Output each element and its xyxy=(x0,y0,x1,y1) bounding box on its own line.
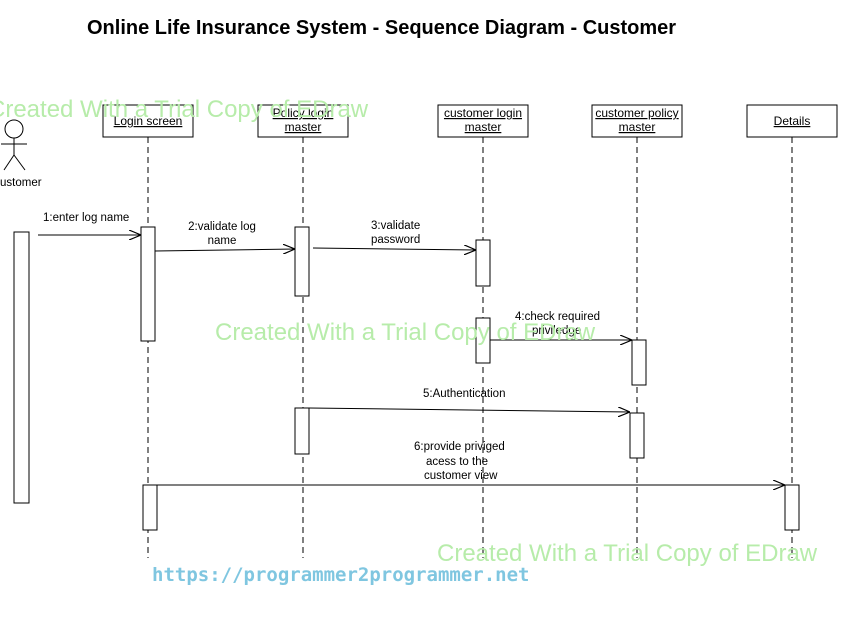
actor-label: ustomer xyxy=(0,177,42,189)
lifeline-cust-label-line2: master xyxy=(465,120,502,134)
watermark-1-text: Created With a Trial Copy of EDraw xyxy=(0,96,369,123)
message-4-label-line2: priviledge xyxy=(532,325,581,337)
actor-leg-left xyxy=(3,154,15,171)
watermark-1: Created With a Trial Copy of EDraw xyxy=(0,96,369,123)
message-4-label-line1: 4:check required xyxy=(515,311,600,323)
message-3-label-line2: password xyxy=(371,234,420,246)
diagram-title: Online Life Insurance System - Sequence … xyxy=(87,17,677,39)
message-1-label: 1:enter log name xyxy=(43,212,129,224)
lifeline-login-screen-label: Login screen xyxy=(114,114,183,128)
lifeline-details: Details xyxy=(746,104,838,558)
lifeline-custpol-label-line2: master xyxy=(619,120,656,134)
source-url: https://programmer2programmer.net xyxy=(152,564,530,586)
lifeline-details-label: Details xyxy=(774,114,811,128)
lifeline-head-policy-login-master xyxy=(257,104,349,138)
message-6-label-line3: customer view xyxy=(424,470,498,482)
activation-policy-1 xyxy=(294,226,310,297)
message-2-label-line1: 2:validate log xyxy=(188,221,256,233)
message-3-label-line1: 3:validate xyxy=(371,220,420,232)
watermark-3: Created With a Trial Copy of EDraw xyxy=(437,540,818,567)
watermark-3-text: Created With a Trial Copy of EDraw xyxy=(437,540,818,567)
actor-activation xyxy=(13,231,30,504)
message-5-arrow xyxy=(308,408,630,412)
message-6-label-line1: 6:provide priviged xyxy=(414,441,505,453)
activation-login-2 xyxy=(142,484,158,531)
watermark-2: Created With a Trial Copy of EDraw xyxy=(215,319,596,346)
activation-cust-1 xyxy=(475,239,491,287)
lifeline-policy-label-line1: Policy login xyxy=(273,106,334,120)
lifeline-head-login-screen xyxy=(102,104,194,138)
message-2-arrow xyxy=(154,249,295,251)
lifeline-policy-label-line2: master xyxy=(285,120,322,134)
message-6: 6:provide priviged acess to the customer… xyxy=(157,441,785,485)
message-5-label: 5:Authentication xyxy=(423,388,505,400)
message-3-arrow xyxy=(312,248,476,250)
message-6-label-line2: acess to the xyxy=(426,456,488,468)
watermark-2-text: Created With a Trial Copy of EDraw xyxy=(215,319,596,346)
lifeline-custpol-label-line1: customer policy xyxy=(595,106,678,120)
activation-login-1 xyxy=(140,226,156,342)
lifeline-policy-login-master: Policy login master xyxy=(257,104,349,558)
message-5: 5:Authentication xyxy=(308,388,630,412)
message-4: 4:check required priviledge xyxy=(490,311,632,340)
lifeline-customer-policy-master: customer policy master xyxy=(591,104,683,558)
message-3: 3:validate password xyxy=(312,220,476,250)
message-1: 1:enter log name xyxy=(38,212,141,235)
actor-leg-right xyxy=(13,154,26,171)
activation-policy-2 xyxy=(294,407,310,455)
activation-details xyxy=(784,484,800,531)
activation-custpol-2 xyxy=(629,412,645,459)
lifeline-cust-label-line1: customer login xyxy=(444,106,522,120)
activation-custpol-1 xyxy=(631,339,647,386)
customer-actor: ustomer xyxy=(0,119,42,189)
message-2-label-line2: name xyxy=(208,235,237,247)
message-2: 2:validate log name xyxy=(154,221,295,251)
lifeline-login-screen: Login screen xyxy=(102,104,194,558)
